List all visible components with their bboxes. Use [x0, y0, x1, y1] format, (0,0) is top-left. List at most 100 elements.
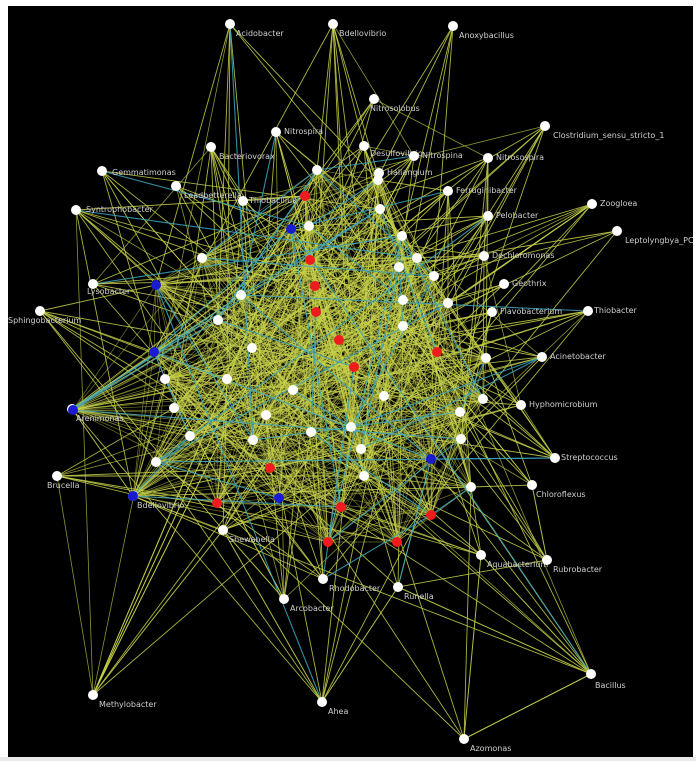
- network-node-red[interactable]: [426, 510, 436, 520]
- network-node-red[interactable]: [212, 498, 222, 508]
- network-node[interactable]: [448, 21, 458, 31]
- network-edge: [338, 255, 485, 341]
- network-node[interactable]: [306, 427, 316, 437]
- node-label: Ferruginibacter: [456, 186, 518, 195]
- network-node[interactable]: [318, 574, 328, 584]
- network-node[interactable]: [455, 407, 465, 417]
- network-node-red[interactable]: [392, 537, 402, 547]
- network-node-blue[interactable]: [149, 347, 159, 357]
- network-node[interactable]: [550, 453, 560, 463]
- network-node[interactable]: [151, 457, 161, 467]
- network-node[interactable]: [375, 204, 385, 214]
- network-node[interactable]: [516, 400, 526, 410]
- network-node[interactable]: [288, 385, 298, 395]
- network-node[interactable]: [328, 19, 338, 29]
- network-node[interactable]: [197, 253, 207, 263]
- network-node-blue[interactable]: [274, 493, 284, 503]
- network-node[interactable]: [583, 306, 593, 316]
- network-node-blue[interactable]: [151, 280, 161, 290]
- network-node-red[interactable]: [305, 255, 315, 265]
- network-node[interactable]: [443, 298, 453, 308]
- network-node-red[interactable]: [349, 362, 359, 372]
- network-node[interactable]: [459, 734, 469, 744]
- network-node[interactable]: [612, 226, 622, 236]
- network-node[interactable]: [185, 431, 195, 441]
- network-node[interactable]: [398, 295, 408, 305]
- network-node-red[interactable]: [300, 191, 310, 201]
- network-node[interactable]: [160, 374, 170, 384]
- network-node[interactable]: [271, 127, 281, 137]
- network-node[interactable]: [247, 343, 257, 353]
- network-node[interactable]: [369, 94, 379, 104]
- network-node-red[interactable]: [265, 463, 275, 473]
- network-node[interactable]: [483, 153, 493, 163]
- network-node[interactable]: [398, 321, 408, 331]
- network-node[interactable]: [476, 550, 486, 560]
- network-node-red[interactable]: [432, 347, 442, 357]
- network-node[interactable]: [88, 690, 98, 700]
- network-node[interactable]: [466, 482, 476, 492]
- network-node[interactable]: [171, 181, 181, 191]
- network-node[interactable]: [88, 279, 98, 289]
- network-node[interactable]: [393, 582, 403, 592]
- network-node[interactable]: [169, 403, 179, 413]
- network-node[interactable]: [483, 211, 493, 221]
- network-node[interactable]: [304, 221, 314, 231]
- network-node[interactable]: [542, 555, 552, 565]
- network-node[interactable]: [261, 410, 271, 420]
- network-edge: [132, 495, 592, 675]
- network-node[interactable]: [71, 205, 81, 215]
- network-node[interactable]: [218, 525, 228, 535]
- network-node[interactable]: [359, 141, 369, 151]
- network-node[interactable]: [346, 422, 356, 432]
- network-node[interactable]: [499, 279, 509, 289]
- network-node[interactable]: [317, 697, 327, 707]
- network-node-red[interactable]: [310, 281, 320, 291]
- network-node[interactable]: [481, 353, 491, 363]
- network-node-red[interactable]: [323, 537, 333, 547]
- network-node[interactable]: [394, 262, 404, 272]
- network-node[interactable]: [587, 199, 597, 209]
- network-node[interactable]: [236, 290, 246, 300]
- network-node[interactable]: [527, 480, 537, 490]
- network-node[interactable]: [429, 271, 439, 281]
- network-node[interactable]: [312, 165, 322, 175]
- network-node[interactable]: [412, 253, 422, 263]
- network-node[interactable]: [206, 142, 216, 152]
- node-label: Gemmatimonas: [112, 168, 176, 177]
- network-node[interactable]: [379, 391, 389, 401]
- network-node[interactable]: [540, 121, 550, 131]
- network-node[interactable]: [248, 435, 258, 445]
- network-node[interactable]: [52, 471, 62, 481]
- network-node[interactable]: [487, 307, 497, 317]
- network-node-red[interactable]: [311, 307, 321, 317]
- network-node[interactable]: [359, 471, 369, 481]
- network-node-blue[interactable]: [286, 224, 296, 234]
- network-node[interactable]: [238, 196, 248, 206]
- network-node[interactable]: [456, 434, 466, 444]
- network-node[interactable]: [409, 151, 419, 161]
- network-node[interactable]: [97, 166, 107, 176]
- network-node[interactable]: [443, 186, 453, 196]
- network-node-red[interactable]: [336, 502, 346, 512]
- network-node[interactable]: [279, 594, 289, 604]
- network-node[interactable]: [478, 394, 488, 404]
- network-node-red[interactable]: [334, 335, 344, 345]
- network-node-blue[interactable]: [68, 405, 78, 415]
- network-node[interactable]: [397, 231, 407, 241]
- network-node[interactable]: [586, 669, 596, 679]
- network-node[interactable]: [537, 352, 547, 362]
- network-node[interactable]: [35, 306, 45, 316]
- network-edge: [265, 302, 449, 416]
- network-node[interactable]: [225, 19, 235, 29]
- network-node[interactable]: [374, 168, 384, 178]
- network-node[interactable]: [479, 251, 489, 261]
- network-node-blue[interactable]: [128, 491, 138, 501]
- network-node[interactable]: [222, 374, 232, 384]
- network-node[interactable]: [356, 444, 366, 454]
- network-edge: [278, 215, 489, 499]
- network-node-blue[interactable]: [426, 454, 436, 464]
- network-node[interactable]: [213, 315, 223, 325]
